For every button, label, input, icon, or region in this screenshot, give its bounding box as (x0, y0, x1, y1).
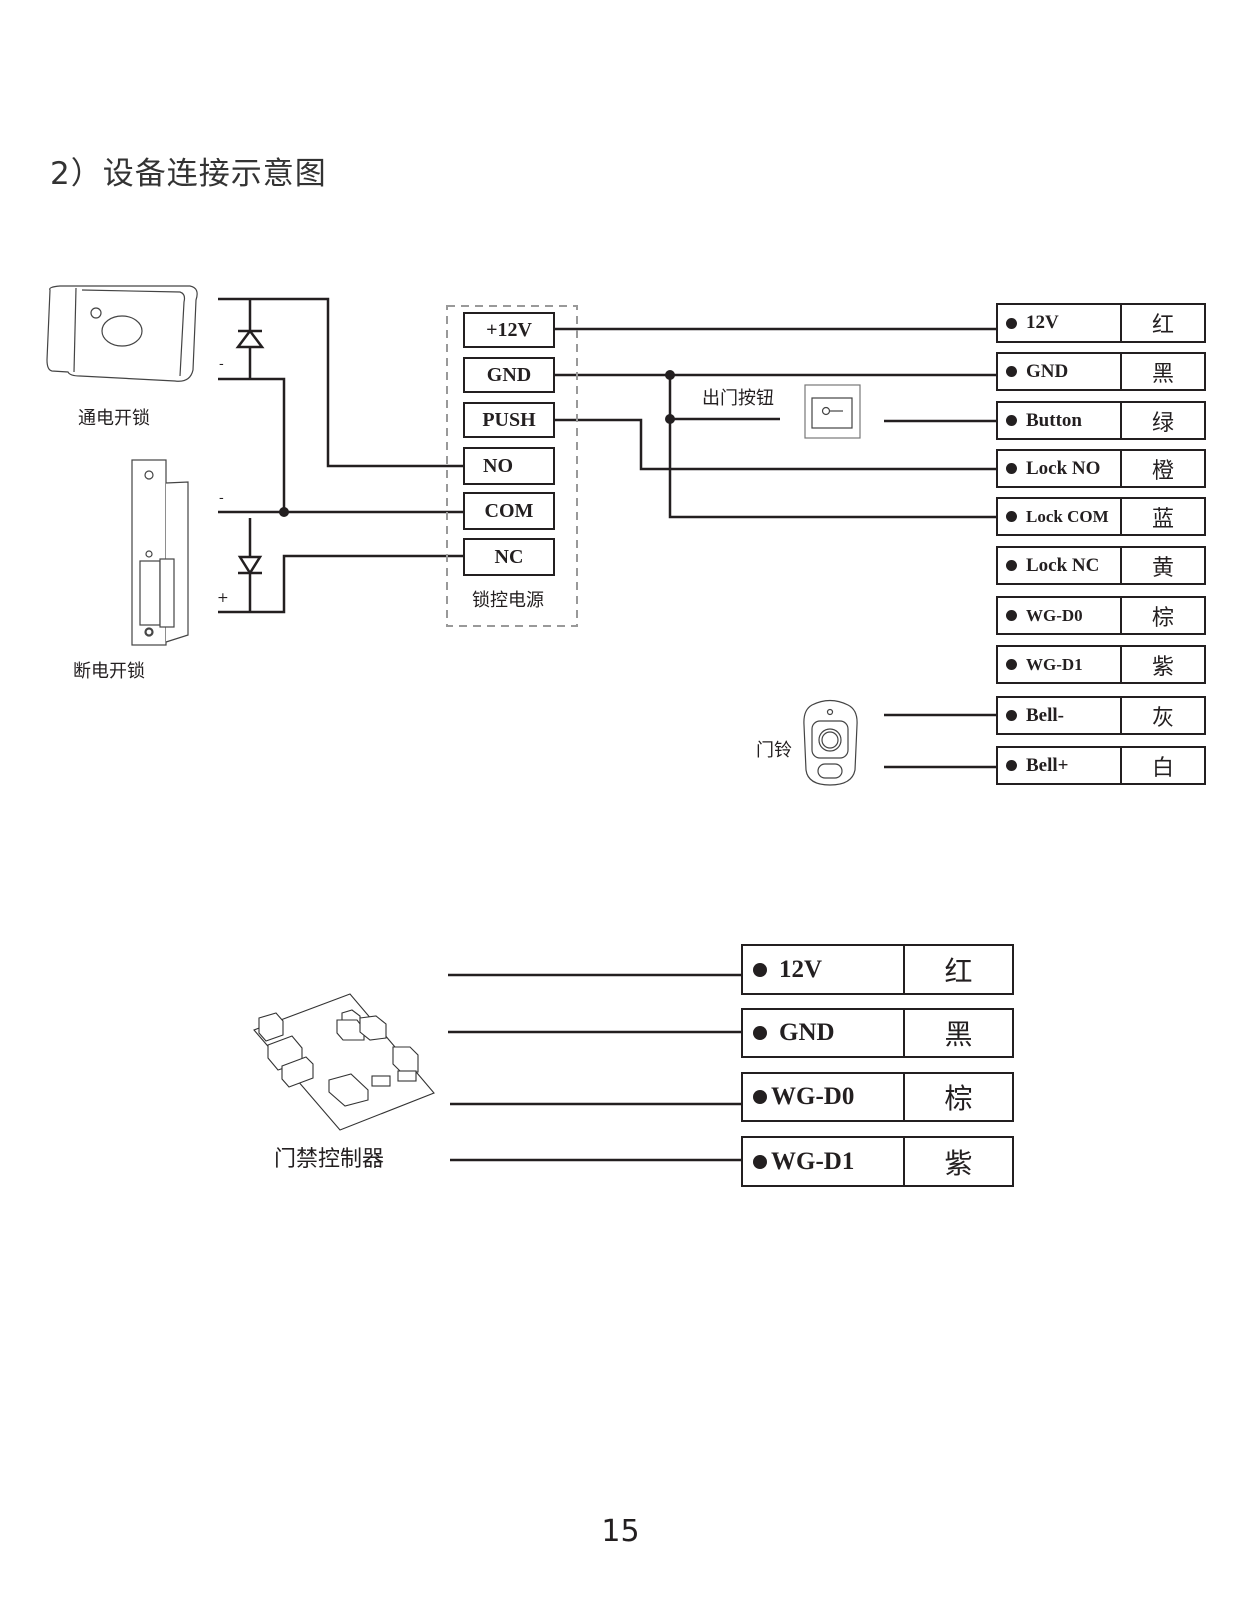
wire-name: Lock NO (1026, 457, 1101, 479)
wire-color: 黑 (944, 1018, 973, 1051)
bullet-icon (1006, 511, 1017, 522)
wire-lock-to-no (218, 297, 464, 468)
wire-color: 绿 (1151, 410, 1174, 436)
bullet-icon (753, 1154, 767, 1169)
terminal-gnd: GND (463, 357, 555, 393)
power-on-lock-icon (46, 285, 198, 382)
wire-row: WG-D1 紫 (996, 645, 1206, 684)
wire-name: Button (1026, 409, 1082, 431)
terminal-no: NO (463, 447, 555, 485)
wire-row: 12V 红 (741, 944, 1014, 995)
wire-row: Bell+ 白 (996, 746, 1206, 785)
exit-button-label: 出门按钮 (702, 388, 774, 409)
wire-name: Bell- (1026, 704, 1064, 726)
wire-row: WG-D1 紫 (741, 1136, 1014, 1187)
wire-row: WG-D0 棕 (741, 1072, 1014, 1122)
wire-color: 灰 (1151, 705, 1174, 731)
terminal-com: COM (463, 492, 555, 530)
wire-color: 紫 (944, 1146, 973, 1180)
bullet-icon (1006, 560, 1017, 571)
wire-row: GND 黑 (996, 352, 1206, 391)
wire-row: Lock NO 橙 (996, 449, 1206, 488)
bullet-icon (753, 1090, 767, 1104)
wire-name: WG-D0 (1026, 605, 1083, 625)
terminal-nc: NC (463, 538, 555, 576)
access-controller-label: 门禁控制器 (274, 1147, 385, 1172)
diode-icon (235, 328, 265, 349)
exit-button-icon (804, 384, 861, 439)
wire-name: Lock COM (1026, 506, 1109, 526)
bullet-icon (753, 1026, 767, 1040)
diodes (235, 328, 265, 576)
doorbell-label: 门铃 (756, 740, 792, 761)
junction-dot (665, 414, 675, 424)
wire-nc (218, 554, 464, 614)
wire-name: Bell+ (1026, 754, 1069, 776)
bullet-icon (1006, 366, 1017, 377)
bullet-icon (1006, 659, 1017, 670)
diode-icon (237, 555, 263, 576)
wire-name: 12V (1026, 312, 1059, 333)
wire-name: Lock NC (1026, 554, 1100, 576)
wire-row: WG-D0 棕 (996, 596, 1206, 635)
polarity-plus: + (217, 590, 229, 606)
wire-row: Lock COM 蓝 (996, 497, 1206, 536)
wire-row: 12V 红 (996, 303, 1206, 343)
junction-dot (279, 507, 289, 517)
bullet-icon (1006, 710, 1017, 721)
terminal-plus12v: +12V (463, 312, 555, 348)
bullet-icon (1006, 610, 1017, 621)
wire-color: 紫 (1151, 654, 1174, 680)
bullet-icon (1006, 415, 1017, 426)
wire-push (554, 418, 998, 471)
wire-color: 黄 (1151, 555, 1174, 581)
power-on-lock-label: 通电开锁 (78, 408, 150, 429)
wire-name: WG-D1 (771, 1147, 855, 1175)
wire-color: 白 (1151, 755, 1174, 781)
wire-name: WG-D1 (1026, 654, 1083, 674)
power-off-lock-label: 断电开锁 (73, 661, 145, 682)
wire-name: GND (779, 1019, 835, 1046)
access-controller-icon (253, 993, 435, 1131)
wire-row: Lock NC 黄 (996, 546, 1206, 585)
wire-name: WG-D0 (771, 1083, 855, 1110)
wire-row: Button 绿 (996, 401, 1206, 440)
wire-lock-minus (218, 377, 286, 512)
wire-color: 红 (944, 954, 973, 988)
bullet-icon (753, 962, 767, 977)
wire-color: 橙 (1151, 458, 1174, 484)
bullet-icon (1006, 317, 1017, 329)
lock-power-supply-label: 锁控电源 (472, 590, 544, 611)
page-number: 15 (601, 1514, 640, 1549)
bullet-icon (1006, 760, 1017, 771)
wire-color: 红 (1151, 313, 1174, 338)
wire-color: 棕 (1151, 605, 1174, 631)
junctions (279, 370, 675, 517)
wire-name: 12V (779, 955, 823, 983)
polarity-minus: - (219, 490, 224, 506)
power-off-lock-icon (131, 459, 189, 646)
junction-dot (665, 370, 675, 380)
wire-row: Bell- 灰 (996, 696, 1206, 735)
doorbell-icon (803, 699, 858, 786)
wire-color: 黑 (1151, 361, 1174, 387)
section-title: 2）设备连接示意图 (50, 156, 327, 192)
terminal-push: PUSH (463, 402, 555, 438)
wire-name: GND (1026, 360, 1069, 382)
wires (218, 297, 998, 1162)
bullet-icon (1006, 463, 1017, 474)
wire-color: 棕 (944, 1082, 973, 1115)
wire-color: 蓝 (1151, 506, 1174, 532)
polarity-minus: - (219, 356, 224, 372)
wire-row: GND 黑 (741, 1008, 1014, 1058)
